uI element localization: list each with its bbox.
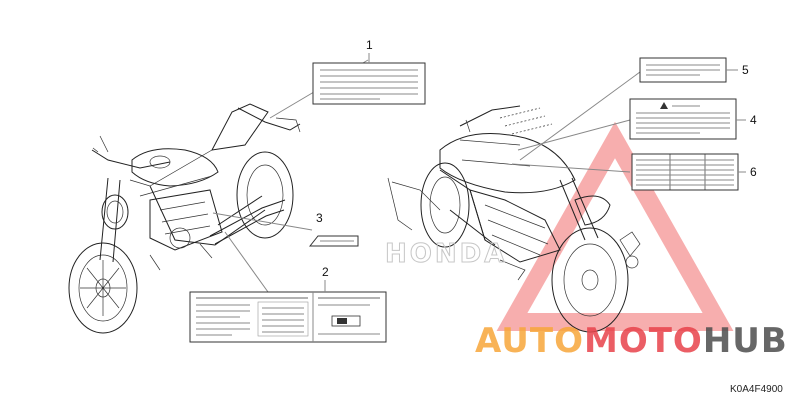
callout-1: 1 bbox=[366, 38, 373, 52]
watermark-auto: AUTO bbox=[475, 321, 584, 361]
honda-wing-logo: HONDA bbox=[385, 177, 507, 270]
label-6-plate bbox=[631, 153, 739, 191]
tank-brand-lettering: HONDA bbox=[385, 239, 507, 269]
label-5-plate bbox=[639, 57, 727, 83]
callout-5: 5 bbox=[742, 63, 749, 77]
warning-icon bbox=[660, 102, 668, 109]
diagram-code: K0A4F4900 bbox=[730, 384, 783, 395]
motorcycle-left-view bbox=[68, 103, 301, 334]
watermark-moto: MOTO bbox=[584, 321, 703, 361]
label-1-plate bbox=[312, 62, 426, 105]
label-4-plate bbox=[629, 98, 737, 140]
callout-6: 6 bbox=[750, 165, 757, 179]
label-3-plate bbox=[308, 235, 359, 247]
watermark-text: AUTOMOTOHUB bbox=[475, 321, 788, 361]
motorcycle-right-view bbox=[420, 105, 641, 333]
callout-4: 4 bbox=[750, 113, 757, 127]
callout-2: 2 bbox=[322, 265, 329, 279]
watermark-triangle bbox=[496, 121, 734, 331]
svg-text:AUTOMOTOHUB: AUTOMOTOHUB bbox=[475, 321, 788, 361]
callout-3: 3 bbox=[316, 211, 323, 225]
watermark-hub: HUB bbox=[703, 321, 788, 361]
label-2-plate bbox=[189, 291, 387, 343]
